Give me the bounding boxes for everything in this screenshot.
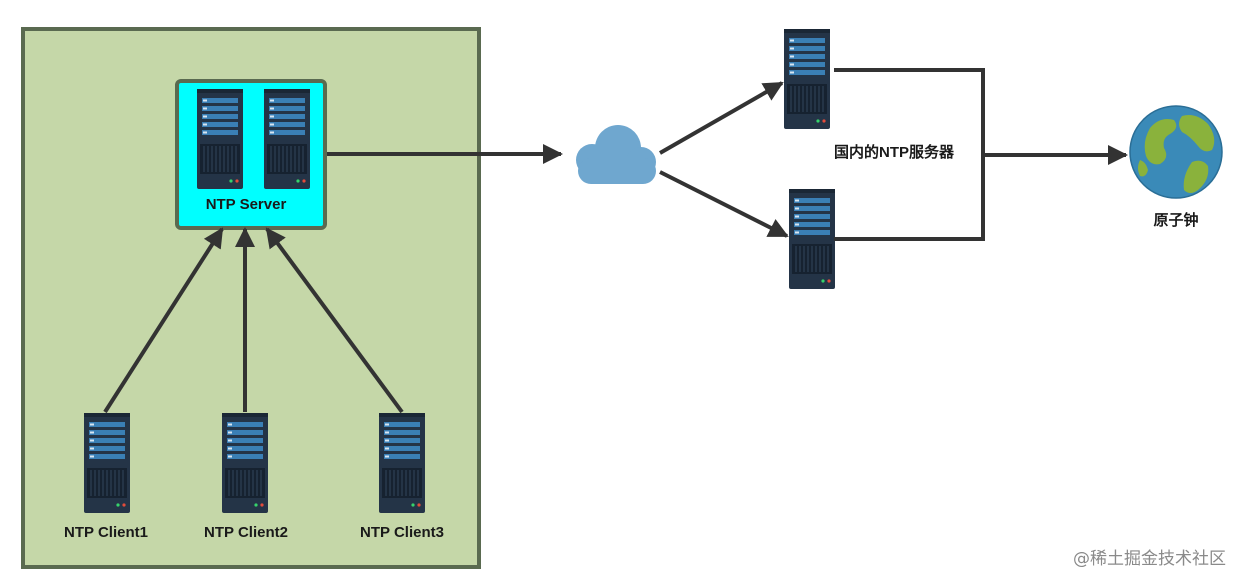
arrow-cloud-to-domestic-server-2 [659,170,789,238]
globe-icon [1129,105,1223,199]
client3-server-icon[interactable] [378,412,426,514]
watermark: @稀土掘金技术社区 [1073,549,1226,569]
client3-label: NTP Client3 [360,524,444,541]
client2-server-icon[interactable] [221,412,269,514]
atomic-clock-label: 原子钟 [1153,211,1198,229]
client1-label: NTP Client1 [64,524,148,541]
client1-server-icon[interactable] [83,412,131,514]
arrow-client1-to-server [103,227,224,414]
ntp-server-label: NTP Server [206,196,287,213]
server-rack-icon [196,88,244,190]
server-rack-icon [263,88,311,190]
domestic-server-2-icon[interactable] [788,188,836,290]
domestic-servers-label: 国内的NTP服务器 [834,143,955,161]
arrow-cloud-to-domestic-server-1 [659,81,784,155]
cloud-icon [576,125,656,184]
arrow-client3-to-server [265,227,404,414]
domestic-server-1-icon[interactable] [783,28,831,130]
client2-label: NTP Client2 [204,524,288,541]
